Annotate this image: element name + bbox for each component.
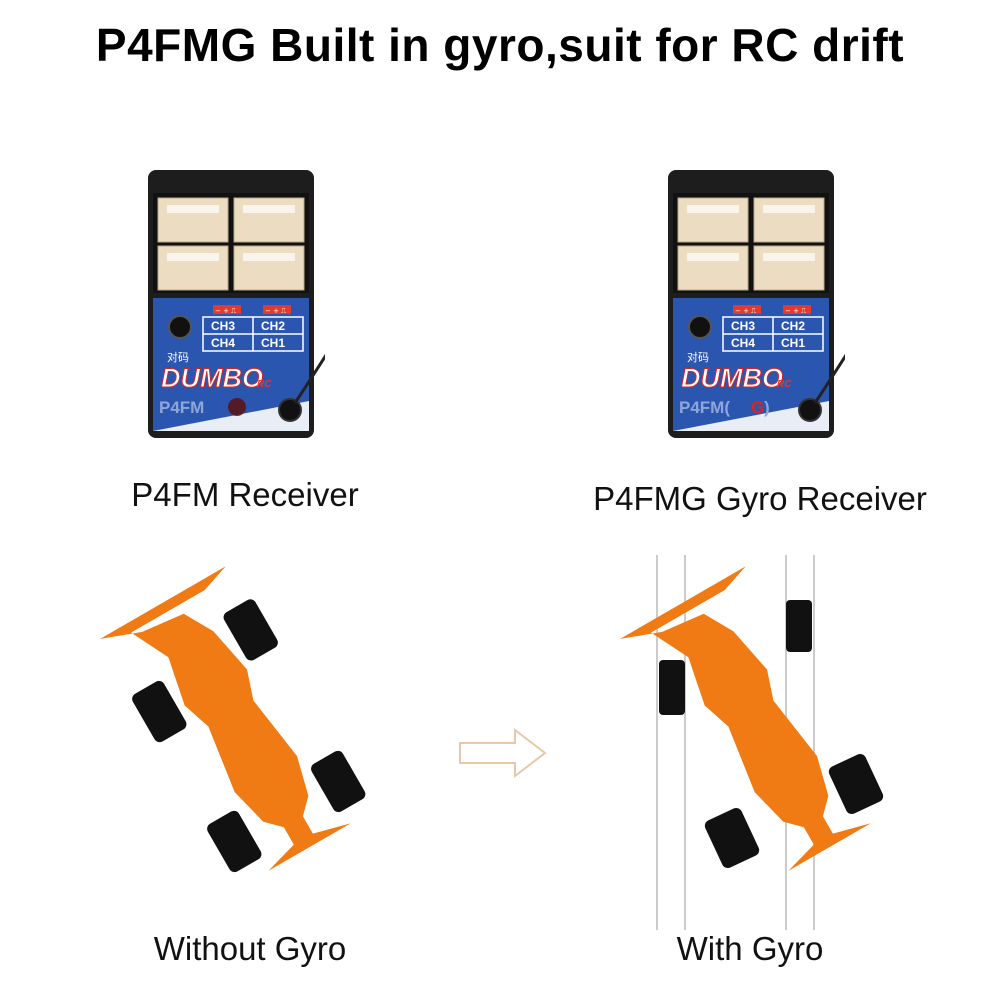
brand-logo: DUMBO <box>161 363 263 393</box>
pair-label: 对码 <box>687 350 709 364</box>
channel-label: CH2 <box>781 319 805 333</box>
page-title: P4FMG Built in gyro,suit for RC drift <box>95 19 905 71</box>
brand-suffix: RC <box>257 379 272 390</box>
without-gyro-caption: Without Gyro <box>153 930 347 967</box>
pair-label: 对码 <box>167 350 189 364</box>
channel-label: CH2 <box>261 319 285 333</box>
p4fm-caption: P4FM Receiver <box>131 476 359 513</box>
channel-label: CH4 <box>211 336 235 350</box>
p4fm-receiver-image: − + ⎍ − + ⎍ CH3 CH2 CH4 CH1 对码 DUMBO RC … <box>148 170 325 438</box>
channel-label: CH1 <box>781 336 805 350</box>
polarity-label: − + ⎍ <box>735 307 756 315</box>
model-label: P4FM( <box>679 398 730 417</box>
brand-suffix: RC <box>777 379 792 390</box>
channel-label: CH3 <box>731 319 755 333</box>
polarity-label: − + ⎍ <box>265 307 286 315</box>
model-close: ) <box>764 398 770 417</box>
p4fmg-caption: P4FMG Gyro Receiver <box>593 480 927 517</box>
model-label: P4FM <box>159 398 204 417</box>
channel-label: CH4 <box>731 336 755 350</box>
polarity-label: − + ⎍ <box>785 307 806 315</box>
brand-logo: DUMBO <box>681 363 783 393</box>
car-with-gyro <box>620 566 884 871</box>
car-without-gyro <box>100 566 366 873</box>
right-arrow-icon <box>459 727 547 779</box>
channel-label: CH3 <box>211 319 235 333</box>
channel-label: CH1 <box>261 336 285 350</box>
with-gyro-caption: With Gyro <box>676 930 824 967</box>
model-gyro-suffix: G <box>751 398 764 417</box>
polarity-label: − + ⎍ <box>215 307 236 315</box>
p4fmg-receiver-image: − + ⎍ − + ⎍ CH3 CH2 CH4 CH1 对码 DUMBO RC … <box>668 170 845 438</box>
